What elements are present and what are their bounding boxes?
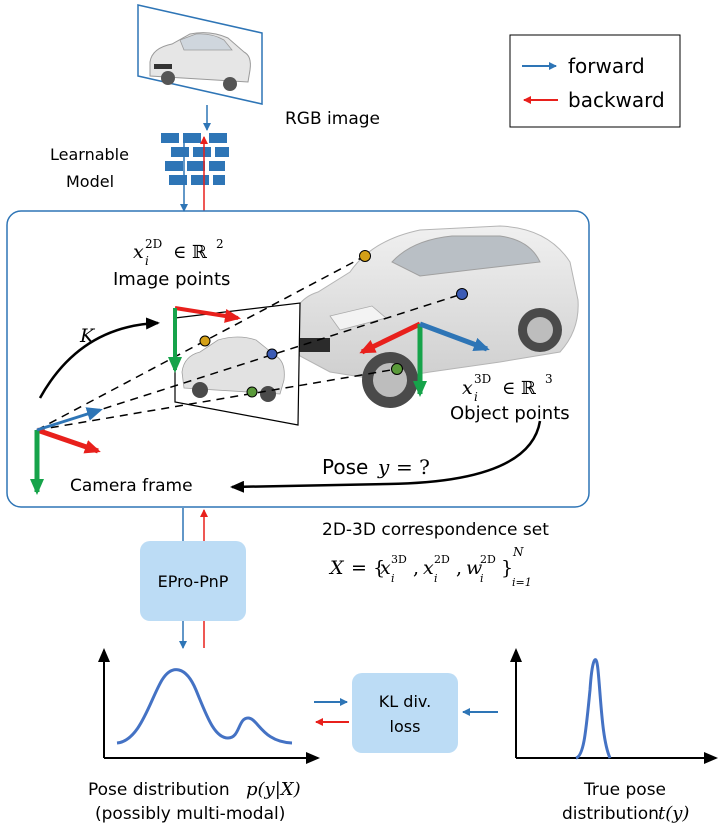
object-points-dim: 3 <box>545 372 553 386</box>
set-w2d: w <box>466 557 482 579</box>
pose-dist-func: p(y|X) <box>246 779 301 800</box>
geometry-box <box>6 210 590 508</box>
object-z-axis <box>419 321 490 352</box>
image-points-math: x 2D i ∈ ℝ 2 <box>133 237 224 268</box>
pose-label: Pose <box>322 455 368 479</box>
image-plane <box>174 302 301 426</box>
image-points-sub: i <box>145 254 149 268</box>
set-x3d-sup: 3D <box>391 553 407 566</box>
pose-question: = ? <box>396 455 430 479</box>
object-x-axis <box>359 321 422 355</box>
set-w2d-sup: 2D <box>480 553 496 566</box>
pose-distribution-plot <box>98 648 320 764</box>
set-x2d-sub: i <box>434 572 438 585</box>
legend-box: forward backward <box>509 34 681 128</box>
true-pose-curve <box>575 658 612 760</box>
pose-dist-label-line1: Pose distribution <box>88 780 230 800</box>
camera-frame-label: Camera frame <box>70 476 193 496</box>
epro-pnp-box <box>140 541 246 621</box>
correspondence-title: 2D-3D correspondence set <box>322 520 549 540</box>
learnable-model-icon <box>161 133 229 185</box>
set-close: } <box>501 557 513 579</box>
pose-variable: y <box>377 455 390 479</box>
object-points-relation: ∈ ℝ <box>502 378 537 399</box>
legend-forward-label: forward <box>568 54 645 78</box>
set-x2d: x <box>423 557 434 579</box>
pose-dist-label-line2: (possibly multi-modal) <box>95 804 285 824</box>
object-points-label: Object points <box>450 403 570 424</box>
image-point-2 <box>266 348 278 360</box>
true-pose-plot <box>510 648 718 764</box>
car-projection-icon <box>181 336 285 402</box>
object-point-3 <box>391 363 403 375</box>
true-pose-func: t(y) <box>658 803 689 824</box>
intrinsics-arrow <box>38 317 160 399</box>
learnable-label-line2: Model <box>66 172 114 191</box>
object-point-1 <box>359 250 371 262</box>
set-symbol-X: X <box>328 557 345 579</box>
true-pose-label-line1: True pose <box>583 780 666 800</box>
set-x2d-sup: 2D <box>434 553 450 566</box>
image-x-axis <box>174 306 241 323</box>
set-comma-2: , <box>456 557 462 579</box>
camera-z-axis <box>36 407 103 432</box>
rgb-image-frame <box>137 4 263 105</box>
learnable-label-line1: Learnable <box>50 145 129 164</box>
set-comma-1: , <box>413 557 419 579</box>
object-points-symbol: x <box>462 377 473 399</box>
image-point-3 <box>246 386 258 398</box>
pose-dist-curve <box>116 668 293 745</box>
image-points-relation: ∈ ℝ <box>173 242 208 263</box>
set-x3d-sub: i <box>391 572 395 585</box>
object-point-2 <box>456 288 468 300</box>
image-points-sup: 2D <box>145 237 162 251</box>
kl-loss-label-line1: KL div. <box>379 692 431 711</box>
intrinsics-label: K <box>79 325 96 347</box>
image-points-label: Image points <box>113 269 230 290</box>
image-points-symbol: x <box>133 241 144 263</box>
object-points-sup: 3D <box>474 372 491 386</box>
set-N: N <box>512 545 524 559</box>
epro-pnp-label: EPro-PnP <box>158 572 229 591</box>
image-point-1 <box>199 335 211 347</box>
kl-loss-box <box>352 673 458 753</box>
set-range: i=1 <box>512 576 532 589</box>
pose-arrow <box>230 420 542 493</box>
correspondence-formula: X = { x 3D i , x 2D i , w 2D i } N i=1 <box>328 545 532 589</box>
kl-loss-label-line2: loss <box>390 717 421 736</box>
true-pose-label-line2: distribution <box>562 804 659 824</box>
set-w2d-sub: i <box>480 572 484 585</box>
object-points-sub: i <box>474 390 478 404</box>
object-points-math: x 3D i ∈ ℝ 3 <box>462 372 553 404</box>
set-equals: = { <box>351 557 385 579</box>
set-x3d: x <box>380 557 391 579</box>
car-thumbnail-icon <box>149 32 251 91</box>
legend-backward-label: backward <box>568 88 665 112</box>
rgb-image-label: RGB image <box>285 109 380 129</box>
image-points-dim: 2 <box>216 237 224 251</box>
camera-x-axis <box>36 427 101 454</box>
